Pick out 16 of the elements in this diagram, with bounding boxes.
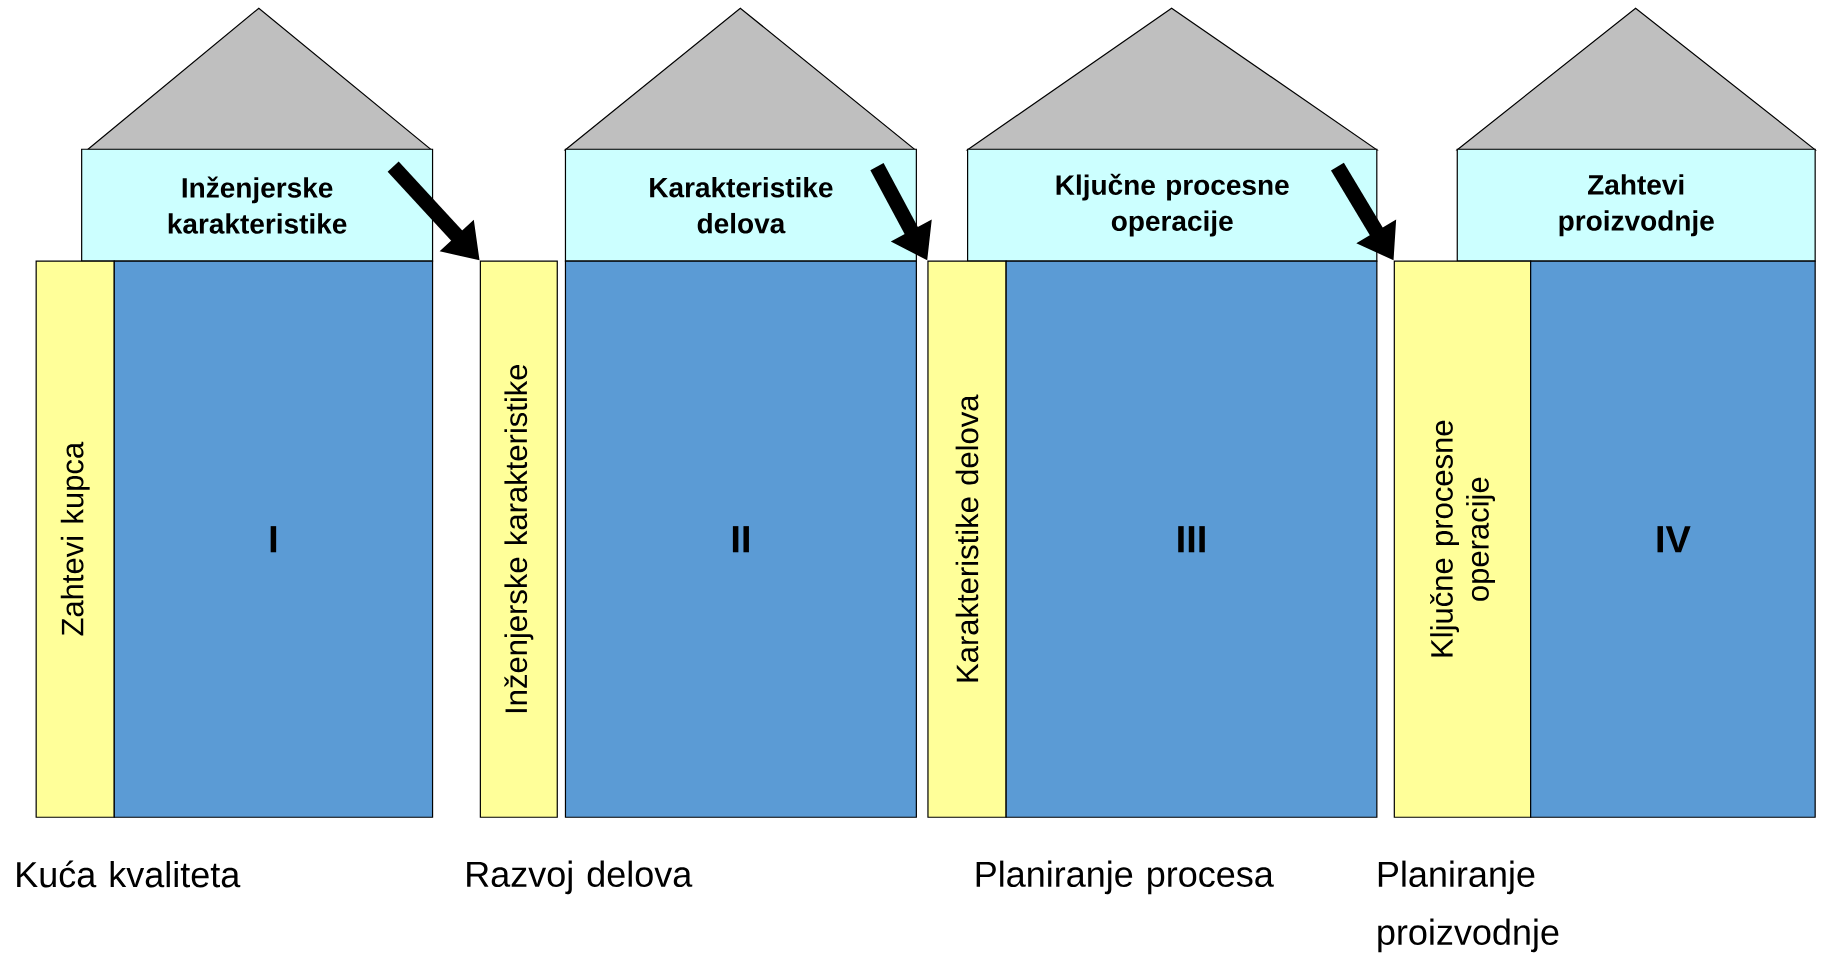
header-box: Inženjerske karakteristike bbox=[81, 148, 434, 262]
stage-caption: Planiranje proizvodnje bbox=[1378, 860, 1559, 953]
stage-caption: Razvoj delova bbox=[467, 860, 693, 895]
row-label-column: Ključne procesne operacije bbox=[1393, 260, 1532, 818]
row-label-column: Zahtevi kupca bbox=[35, 260, 115, 818]
matrix-box: II bbox=[564, 260, 917, 818]
stage-caption: Kuća kvaliteta bbox=[17, 860, 241, 888]
matrix-box: IV bbox=[1530, 260, 1816, 818]
stage-caption: Planiranje procesa bbox=[976, 860, 1274, 895]
header-box: Karakteristike delova bbox=[564, 148, 917, 262]
row-label-column: Inženjerske karakteristike bbox=[479, 260, 558, 818]
row-label-column: Karakteristike delova bbox=[927, 260, 1007, 818]
matrix-box: I bbox=[113, 260, 434, 818]
header-box: Zahtevi proizvodnje bbox=[1456, 148, 1816, 262]
header-box: Ključne procesne operacije bbox=[967, 148, 1378, 262]
matrix-box: III bbox=[1005, 260, 1378, 818]
